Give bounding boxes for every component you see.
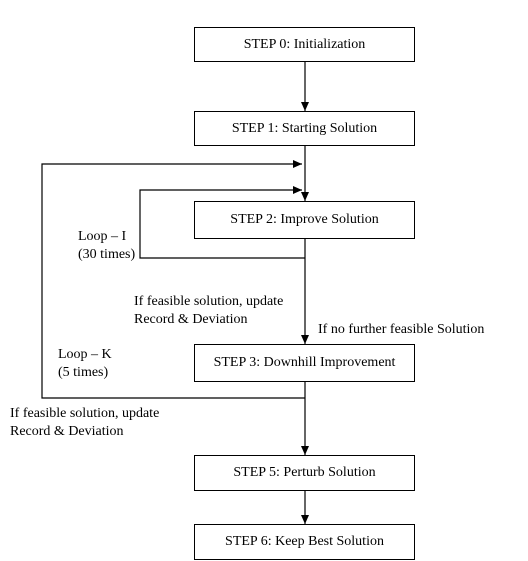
step-6-label: STEP 6: Keep Best Solution bbox=[225, 534, 384, 549]
loop-i-name: Loop – I bbox=[78, 229, 127, 244]
step-0-label: STEP 0: Initialization bbox=[243, 36, 366, 52]
loop-k-count: (5 times) bbox=[58, 365, 109, 380]
step-5-label: STEP 5: Perturb Solution bbox=[233, 465, 376, 480]
step-2-label: STEP 2: Improve Solution bbox=[230, 212, 379, 227]
loop-i-feedback-line bbox=[139, 186, 305, 259]
step-6-box: STEP 6: Keep Best Solution bbox=[194, 524, 415, 560]
step-0-box: STEP 0: Initialization bbox=[194, 27, 415, 62]
step-3-box: STEP 3: Downhill Improvement bbox=[194, 344, 415, 382]
feasible-update-1-line1: If feasible solution, update bbox=[134, 294, 284, 309]
feasible-update-1-line2: Record & Deviation bbox=[134, 312, 248, 327]
feasible-update-label-2: If feasible solution, update Record & De… bbox=[10, 405, 159, 441]
feasible-update-2-line1: If feasible solution, update bbox=[10, 406, 160, 421]
no-further-feasible-text: If no further feasible Solution bbox=[318, 322, 485, 337]
feasible-update-label-1: If feasible solution, update Record & De… bbox=[134, 293, 283, 329]
no-further-feasible-label: If no further feasible Solution bbox=[318, 321, 484, 339]
step-3-label: STEP 3: Downhill Improvement bbox=[213, 355, 396, 370]
step-1-label: STEP 1: Starting Solution bbox=[231, 120, 378, 136]
loop-k-label: Loop – K (5 times) bbox=[58, 346, 112, 382]
loop-k-feedback-line bbox=[41, 160, 305, 399]
step-5-box: STEP 5: Perturb Solution bbox=[194, 455, 415, 491]
step-2-box: STEP 2: Improve Solution bbox=[194, 201, 415, 239]
feasible-update-2-line2: Record & Deviation bbox=[10, 424, 124, 439]
loop-i-label: Loop – I (30 times) bbox=[78, 228, 135, 264]
step-1-box: STEP 1: Starting Solution bbox=[194, 111, 415, 146]
loop-i-count: (30 times) bbox=[78, 247, 136, 262]
loop-k-name: Loop – K bbox=[58, 347, 112, 362]
